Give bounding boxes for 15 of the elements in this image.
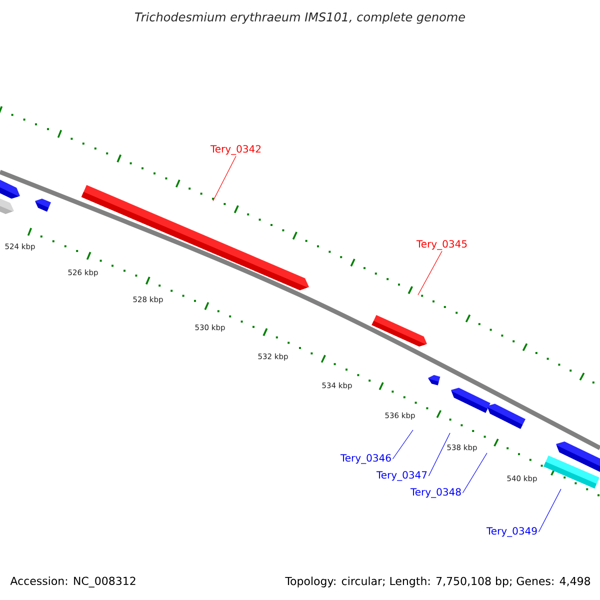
gene-label: Tery_0348: [410, 488, 461, 498]
gene-label: Tery_0349: [486, 527, 537, 537]
leader-line: [212, 156, 236, 202]
leader-line: [428, 432, 450, 476]
gene-label: Tery_0347: [376, 471, 427, 481]
gene-label: Tery_0345: [416, 240, 467, 250]
footer-text: Accession: NC_008312: [10, 576, 136, 588]
leader-line: [418, 250, 442, 296]
leader-line: [538, 488, 562, 532]
leader-line: [392, 430, 414, 460]
gene-label: Tery_0346: [340, 454, 391, 464]
leader-line: [462, 452, 488, 494]
footer-text: Topology: circular; Length: 7,750,108 bp; Genes: 4,498: [285, 576, 590, 588]
gene-label: Tery_0342: [210, 145, 261, 155]
title: Trichodesmium erythraeum IMS101, complete genome: [135, 12, 465, 24]
